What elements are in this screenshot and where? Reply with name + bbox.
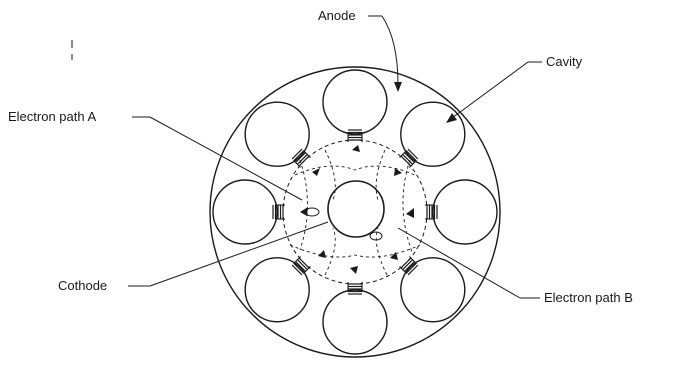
slot-hatch — [295, 261, 306, 272]
anode-body — [209, 66, 501, 358]
slot-hatch — [407, 148, 419, 160]
slot-hatch — [404, 261, 415, 272]
anode-label: Anode — [318, 8, 356, 23]
cavity-label: Cavity — [546, 54, 583, 69]
slot-hatch — [404, 152, 415, 163]
cavity-5 — [322, 289, 388, 355]
cavity-6 — [244, 257, 310, 323]
slot-hatch — [293, 150, 305, 162]
slot-hatch — [405, 150, 417, 162]
cathode-detail-2 — [369, 231, 383, 241]
slot-hatch — [293, 262, 305, 274]
leader-lines — [128, 15, 542, 299]
cavity-group — [212, 69, 498, 355]
slot-hatch — [295, 152, 306, 163]
slot-hatch — [402, 153, 414, 165]
slot-hatch — [407, 264, 419, 276]
slot-hatch — [296, 153, 308, 165]
slot-hatch — [296, 259, 308, 271]
cavity-8 — [244, 101, 310, 167]
cavity-7 — [212, 179, 278, 245]
field-lines — [289, 149, 421, 276]
cavity-1 — [322, 69, 388, 135]
slot-hatch — [402, 259, 414, 271]
slot-hatch — [291, 148, 303, 160]
interaction-space — [282, 139, 428, 285]
cathode-detail — [304, 207, 320, 217]
slot-hatch — [405, 262, 417, 274]
cavity-3 — [432, 179, 498, 245]
cavity-2 — [400, 101, 466, 167]
electron-path-a-label: Electron path A — [8, 109, 96, 124]
cathode-label: Cothode — [58, 278, 107, 293]
electron-path-b-label: Electron path B — [544, 290, 633, 305]
cavity-4 — [400, 257, 466, 323]
cathode — [327, 180, 385, 238]
slot-hatch — [291, 264, 303, 276]
